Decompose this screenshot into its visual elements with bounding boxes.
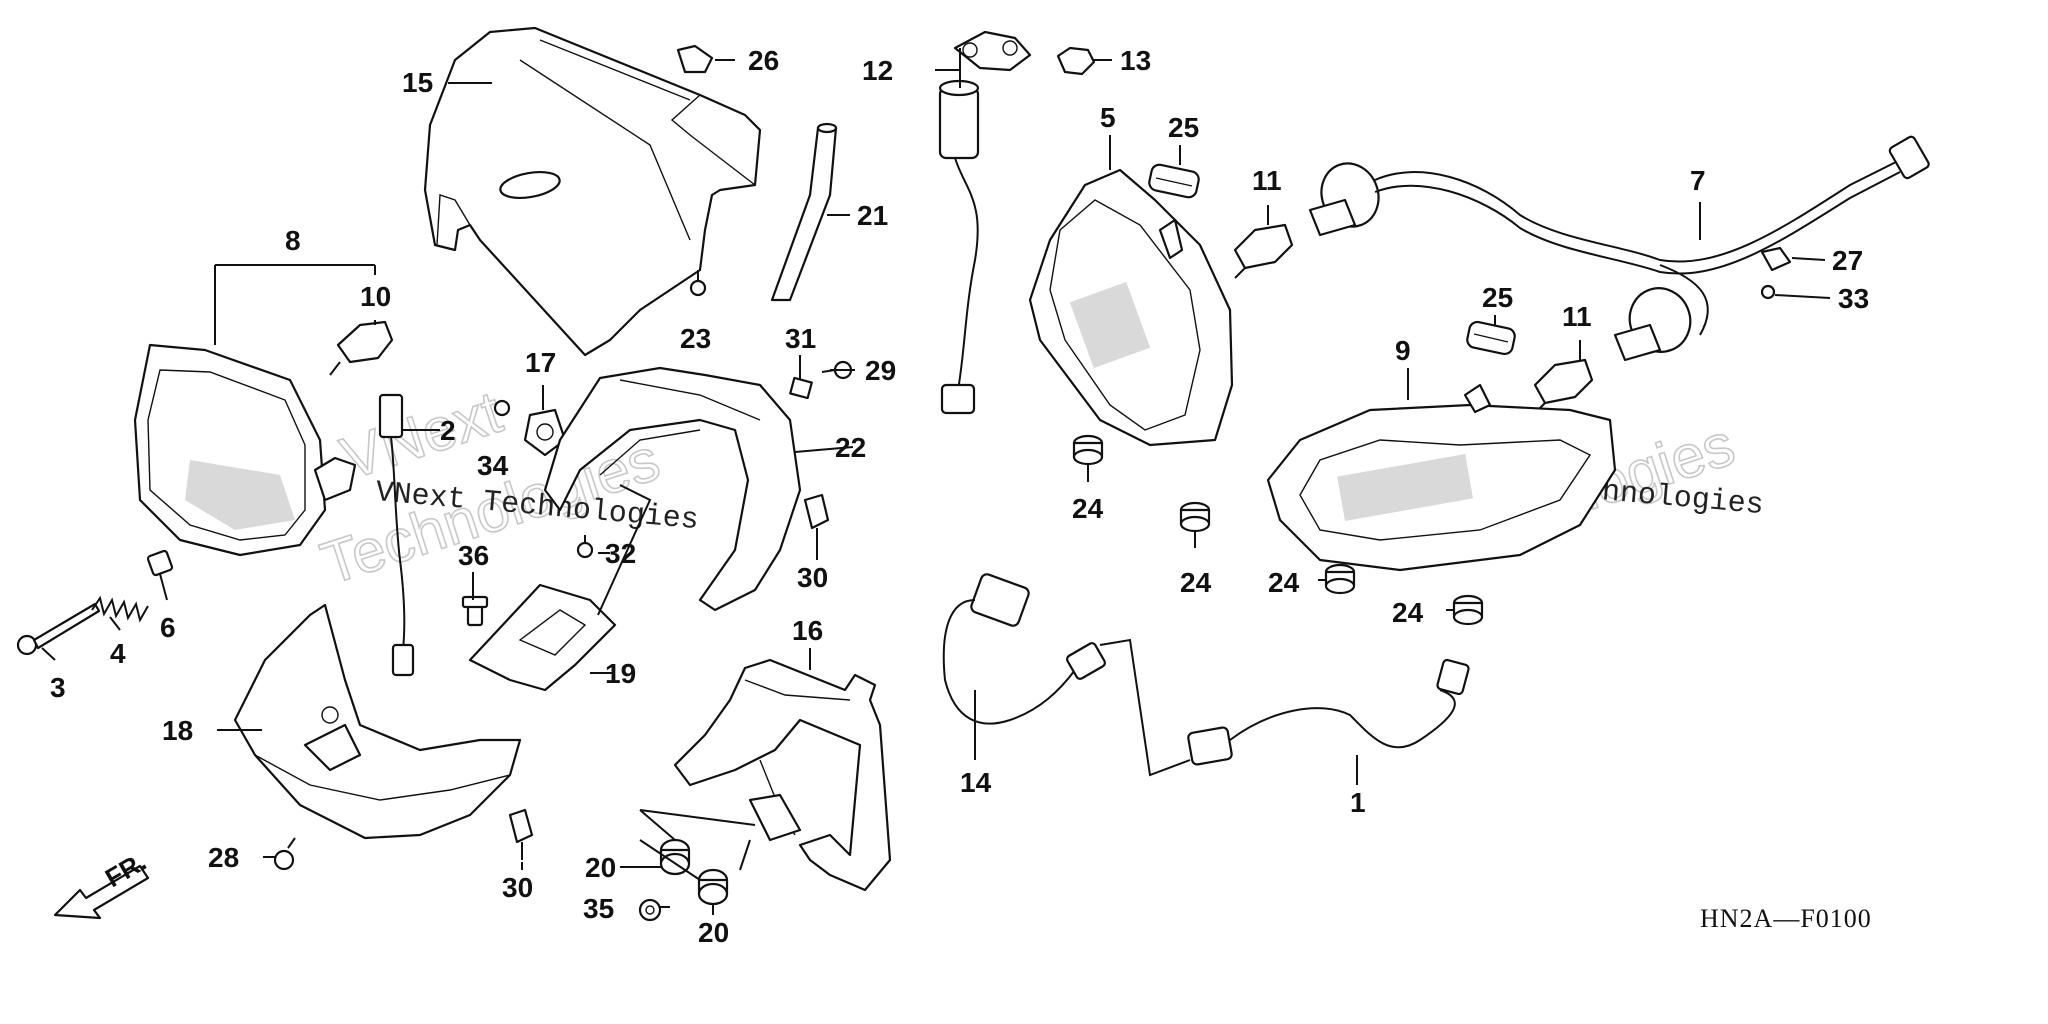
part-7-harness (1308, 135, 1930, 362)
part-9-headlight-lower (1266, 383, 1617, 572)
label-part-31: 31 (785, 323, 816, 354)
part-32-screw (576, 535, 594, 559)
label-part-7: 7 (1690, 165, 1706, 196)
part-20-collar-lower (697, 868, 729, 906)
label-part-24-b: 24 (1180, 567, 1212, 598)
label-part-35: 35 (583, 893, 614, 924)
part-23-nut (689, 279, 707, 297)
part-30-clip-upper (803, 493, 830, 545)
label-part-34: 34 (477, 450, 509, 481)
label-part-11-lower: 11 (1562, 301, 1592, 332)
label-part-13: 13 (1120, 45, 1151, 76)
label-part-33: 33 (1838, 283, 1869, 314)
part-33-screw (1760, 284, 1776, 300)
label-part-10: 10 (360, 281, 391, 312)
label-part-24-d: 24 (1392, 597, 1424, 628)
part-11-bulb-lower (1533, 358, 1594, 414)
label-part-15: 15 (402, 67, 433, 98)
part-15-top-cover (423, 26, 762, 357)
label-part-25-upper: 25 (1168, 112, 1199, 143)
label-part-9: 9 (1395, 335, 1411, 366)
part-8-headlight-left (133, 343, 357, 557)
leader-lines (41, 48, 1831, 915)
part-25-grommet-lower (1466, 320, 1516, 356)
label-part-20-lower: 20 (698, 917, 729, 948)
part-24-grommet-b (1179, 501, 1211, 533)
label-part-4: 4 (110, 638, 126, 669)
label-part-24-a: 24 (1072, 493, 1104, 524)
label-part-1: 1 (1350, 787, 1366, 818)
part-24-grommet-c (1324, 563, 1356, 595)
part-4-spring (91, 595, 149, 623)
label-part-2: 2 (440, 415, 456, 446)
part-12-socket (938, 30, 1032, 415)
part-6-nut (146, 549, 174, 577)
part-31-clip (789, 376, 813, 400)
part-24-grommet-a (1072, 434, 1104, 466)
label-part-11-upper: 11 (1252, 165, 1282, 196)
label-part-30-lower: 30 (502, 872, 533, 903)
label-part-29: 29 (865, 355, 896, 386)
part-18-lower-cover (233, 603, 522, 840)
label-part-12: 12 (862, 55, 893, 86)
label-part-22: 22 (835, 432, 866, 463)
label-part-36: 36 (458, 540, 489, 571)
label-part-27: 27 (1832, 245, 1863, 276)
part-labels: 1 2 3 4 5 6 7 8 9 10 11 11 12 13 14 15 1… (50, 45, 1869, 948)
label-part-25-lower: 25 (1482, 282, 1513, 313)
label-part-28: 28 (208, 842, 239, 873)
label-part-20-upper: 20 (585, 852, 616, 883)
label-part-26: 26 (748, 45, 779, 76)
part-2-wire (378, 393, 415, 677)
part-36-bolt (461, 595, 489, 627)
part-17-bracket (493, 399, 567, 457)
label-part-21: 21 (857, 200, 888, 231)
part-28-screw (273, 837, 296, 871)
part-13-cap (1056, 46, 1096, 76)
part-10-bulb (329, 320, 394, 376)
part-22-inner-panel (543, 366, 802, 612)
part-19-plate (468, 583, 617, 692)
front-direction-arrow: FR. (53, 846, 151, 920)
part-35-nut (638, 898, 662, 922)
label-part-16: 16 (792, 615, 823, 646)
label-part-3: 3 (50, 672, 66, 703)
label-part-18: 18 (162, 715, 193, 746)
part-25-grommet-upper (1148, 163, 1200, 199)
diagram-code: HN2A—F0100 (1700, 904, 1872, 933)
part-14-sub-harness (942, 573, 1106, 725)
label-part-17: 17 (525, 347, 556, 378)
label-part-14: 14 (960, 767, 992, 798)
part-3-bolt (16, 602, 101, 656)
part-27-clip (1760, 246, 1792, 272)
part-21-tube (770, 122, 838, 302)
part-5-headlight-upper (1028, 168, 1234, 447)
label-part-24-c: 24 (1268, 567, 1300, 598)
label-part-32: 32 (605, 538, 636, 569)
part-26-clip (676, 44, 714, 74)
part-11-bulb-upper (1233, 223, 1294, 279)
label-part-23: 23 (680, 323, 711, 354)
part-1-harness (1187, 658, 1470, 766)
part-24-grommet-d (1452, 594, 1484, 626)
part-30-clip-lower (508, 808, 534, 860)
part-16-frame (673, 658, 892, 892)
label-part-8: 8 (285, 225, 301, 256)
label-part-6: 6 (160, 612, 176, 643)
label-part-5: 5 (1100, 102, 1116, 133)
label-part-19: 19 (605, 658, 636, 689)
label-part-30-upper: 30 (797, 562, 828, 593)
